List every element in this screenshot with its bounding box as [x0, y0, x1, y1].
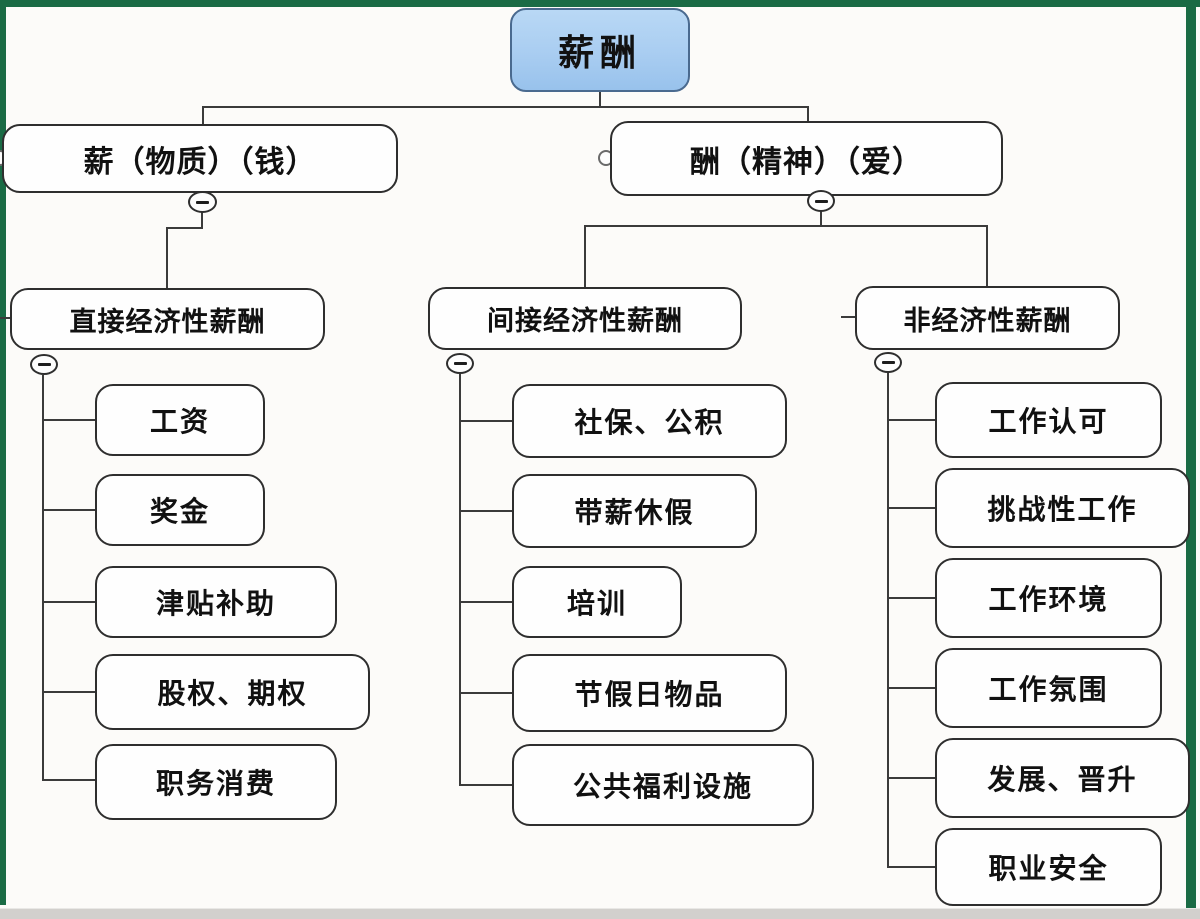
node-indirect-economic[interactable]: 间接经济性薪酬 [428, 287, 742, 350]
connector-line [166, 227, 203, 229]
leaf-career-safety[interactable]: 职业安全 [935, 828, 1162, 906]
node-root[interactable]: 薪酬 [510, 8, 690, 92]
connector-line [459, 420, 514, 422]
node-xin-material[interactable]: 薪（物质）（钱） [2, 124, 398, 193]
collapse-toggle-indirect[interactable] [446, 353, 474, 374]
connector-line [584, 225, 988, 227]
connector-line [459, 692, 514, 694]
connector-line [887, 373, 889, 868]
connector-line [887, 777, 937, 779]
connector-line [459, 510, 514, 512]
leaf-holiday-goods[interactable]: 节假日物品 [512, 654, 787, 732]
connector-line [459, 784, 514, 786]
leaf-bonus[interactable]: 奖金 [95, 474, 265, 546]
leaf-wage[interactable]: 工资 [95, 384, 265, 456]
minus-icon [814, 199, 828, 203]
minus-icon [453, 362, 467, 365]
leaf-training[interactable]: 培训 [512, 566, 682, 638]
leaf-work-environment[interactable]: 工作环境 [935, 558, 1162, 638]
connector-line [887, 419, 937, 421]
connector-line [887, 866, 937, 868]
connector-line [887, 687, 937, 689]
window-frame-right [1186, 7, 1196, 908]
minus-icon [37, 363, 51, 366]
connector-line [42, 509, 96, 511]
leaf-challenging-work[interactable]: 挑战性工作 [935, 468, 1190, 548]
horizontal-scrollbar[interactable] [0, 908, 1200, 919]
collapse-toggle-direct[interactable] [30, 354, 58, 375]
leaf-paid-leave[interactable]: 带薪休假 [512, 474, 757, 548]
leaf-equity-options[interactable]: 股权、期权 [95, 654, 370, 730]
connector-line [202, 106, 809, 108]
connector-line [986, 225, 988, 287]
collapse-toggle-noneconomic[interactable] [874, 352, 902, 373]
connector-line [42, 691, 96, 693]
collapse-toggle-xin[interactable] [188, 191, 217, 213]
window-frame-top [0, 0, 1200, 7]
node-chou-spirit[interactable]: 酬（精神）（爱） [610, 121, 1003, 196]
leaf-job-consumption[interactable]: 职务消费 [95, 744, 337, 820]
connector-line [599, 92, 601, 108]
leaf-allowance[interactable]: 津贴补助 [95, 566, 337, 638]
window-frame-left [0, 7, 6, 905]
connector-line [584, 225, 586, 288]
leaf-social-insurance[interactable]: 社保、公积 [512, 384, 787, 458]
connector-line [42, 375, 44, 781]
leaf-development-promotion[interactable]: 发展、晋升 [935, 738, 1190, 818]
connector-line [42, 419, 96, 421]
minus-icon [881, 361, 895, 364]
connector-line [820, 211, 822, 227]
node-non-economic[interactable]: 非经济性薪酬 [855, 286, 1120, 350]
minus-icon [196, 200, 209, 204]
collapse-toggle-chou[interactable] [807, 190, 835, 212]
connector-line [807, 106, 809, 122]
leaf-work-recognition[interactable]: 工作认可 [935, 382, 1162, 458]
connector-line [201, 212, 203, 229]
node-direct-economic[interactable]: 直接经济性薪酬 [10, 288, 325, 350]
connector-line [459, 601, 514, 603]
connector-line [0, 317, 12, 319]
connector-line [202, 106, 204, 125]
connector-line [42, 601, 96, 603]
connector-line [887, 507, 937, 509]
connector-line [459, 374, 461, 786]
leaf-public-welfare[interactable]: 公共福利设施 [512, 744, 814, 826]
connector-line [841, 316, 857, 318]
leaf-work-atmosphere[interactable]: 工作氛围 [935, 648, 1162, 728]
connector-line [887, 597, 937, 599]
connector-line [166, 227, 168, 289]
connector-line [42, 779, 96, 781]
